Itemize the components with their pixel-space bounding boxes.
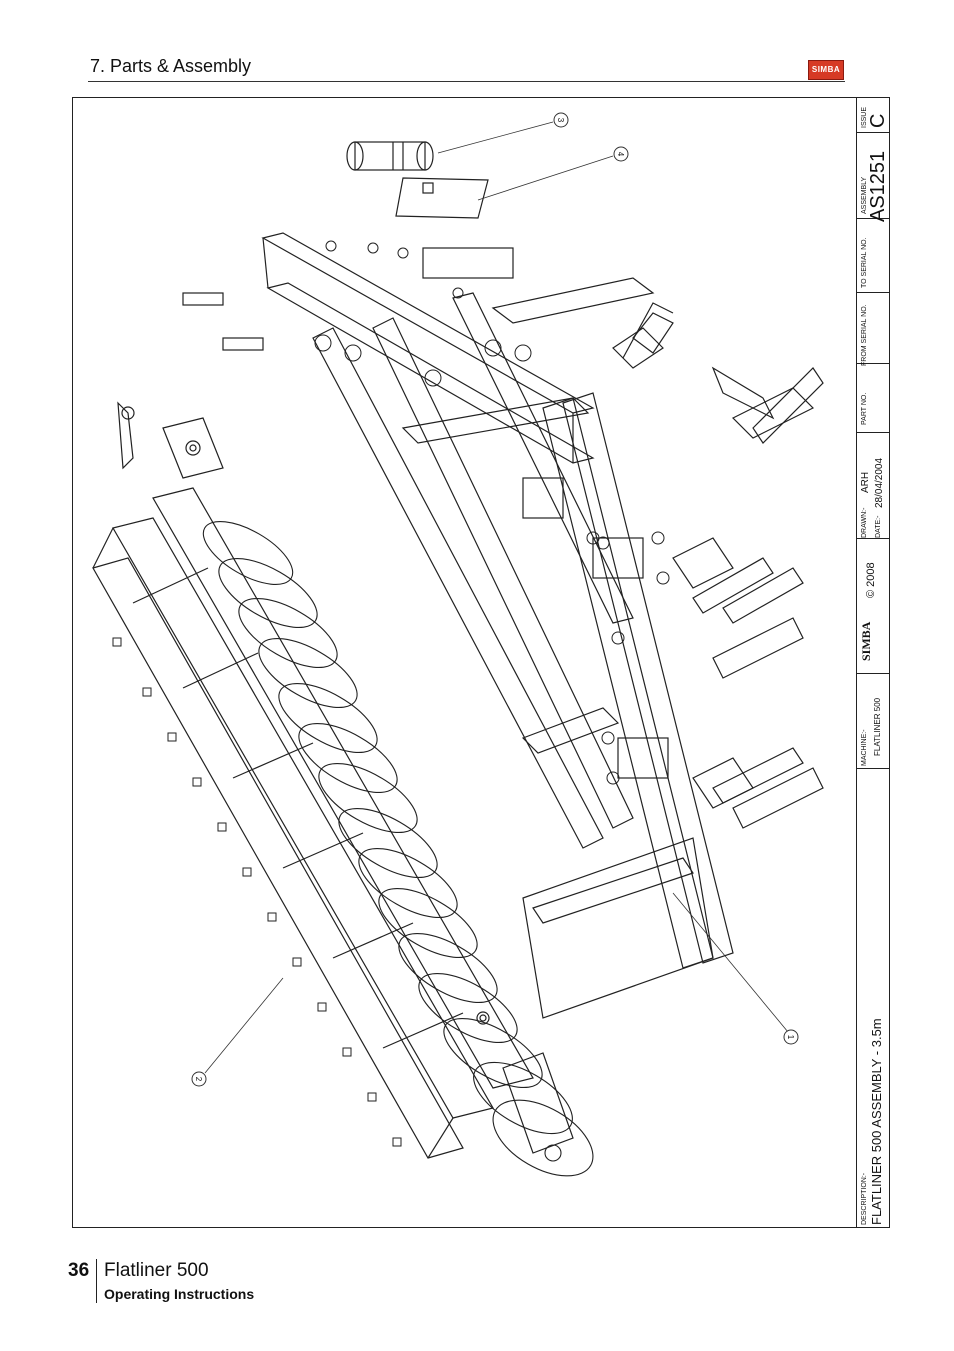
issue-value: C	[867, 113, 889, 128]
simba-logo: SIMBA	[808, 60, 844, 80]
description-value: FLATLINER 500 ASSEMBLY - 3.5m	[869, 1018, 884, 1225]
drawn-value: ARH	[860, 471, 871, 493]
copyright: © 2008	[865, 562, 877, 598]
header-rule	[88, 81, 845, 82]
callout-4: 4	[616, 152, 625, 157]
section-title: 7. Parts & Assembly	[90, 56, 252, 76]
simba-brand: SIMBA	[859, 621, 873, 661]
from-serial-label: FROM SERIAL NO.	[861, 304, 868, 366]
product-name: Flatliner 500	[104, 1260, 209, 1281]
assembly-drawing: 3 4 1 2	[92, 112, 824, 1177]
page-number: 36	[68, 1260, 90, 1281]
callout-3: 3	[556, 118, 565, 123]
date-label: DATE:-	[875, 515, 882, 538]
machine-value: FLATLINER 500	[873, 697, 882, 756]
drawing-frame	[72, 97, 890, 1228]
document-subtitle: Operating Instructions	[104, 1286, 255, 1302]
footer-divider	[96, 1259, 97, 1303]
drawn-label: DRAWN:-	[861, 507, 868, 538]
machine-label: MACHINE:-	[861, 729, 868, 766]
part-no-label: PART NO.	[861, 392, 868, 425]
to-serial-label: TO SERIAL NO.	[861, 237, 868, 288]
assembly-number: AS1251	[867, 150, 889, 222]
date-value: 28/04/2004	[874, 457, 885, 508]
description-label: DESCRIPTION:-	[861, 1172, 868, 1225]
callout-1: 1	[786, 1035, 795, 1040]
callout-2: 2	[194, 1077, 203, 1082]
title-block: ISSUE C ASSEMBLY AS1251 TO SERIAL NO. FR…	[856, 98, 890, 1227]
